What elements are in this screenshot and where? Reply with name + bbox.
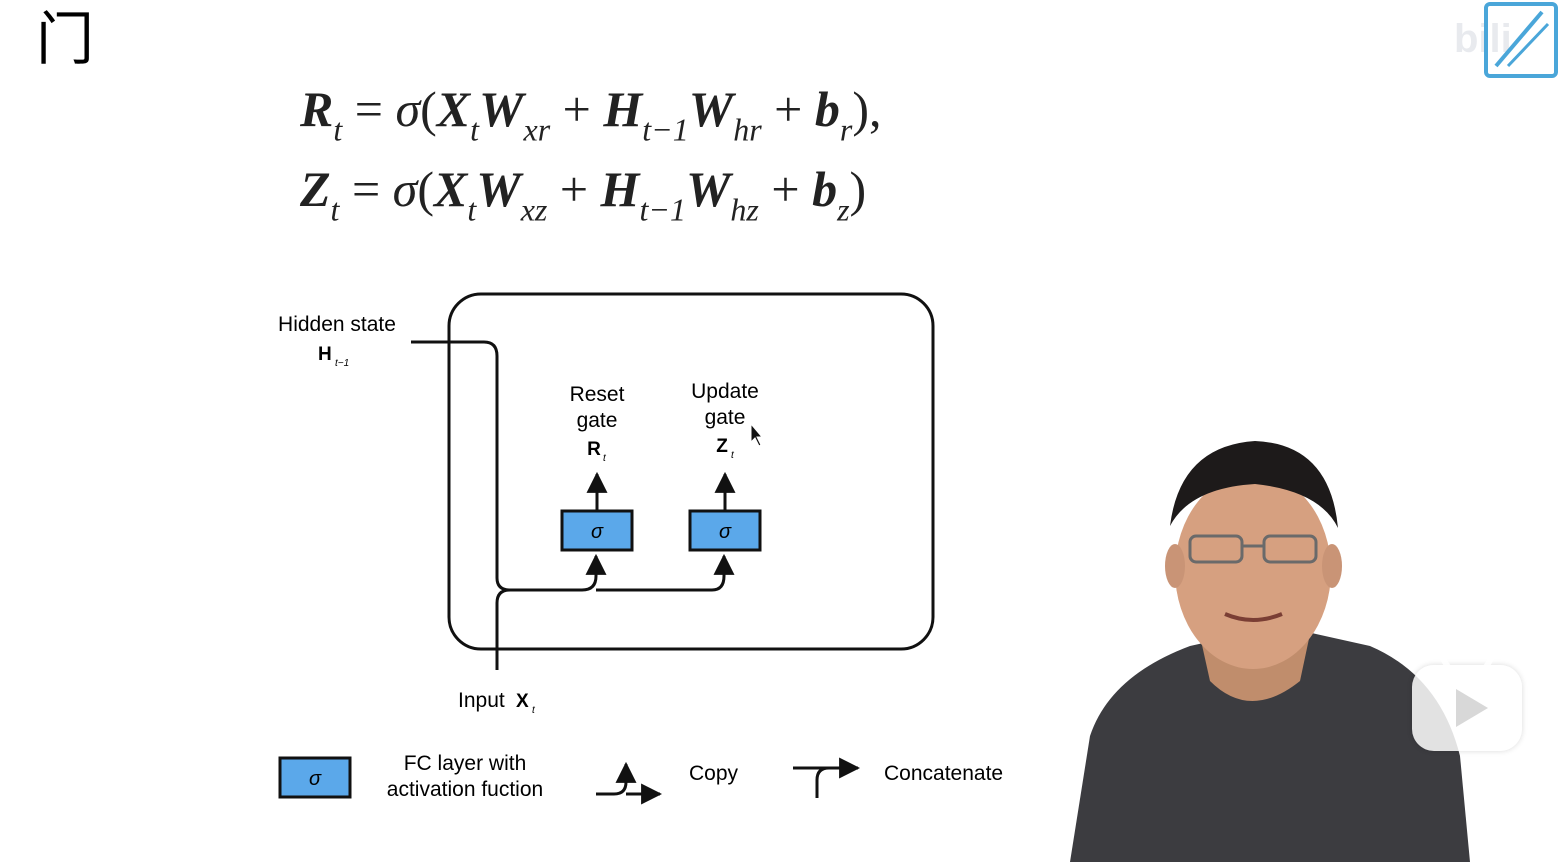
hidden-state-label: Hidden state xyxy=(278,313,396,336)
input-sub: t xyxy=(532,705,536,716)
reset-gate-label-1: Reset xyxy=(570,383,625,406)
input-symbol: X xyxy=(516,691,529,712)
hidden-state-sub: t−1 xyxy=(335,358,349,369)
reset-gate-label-2: gate xyxy=(577,409,618,432)
legend-fc-line1: FC layer with xyxy=(404,752,527,775)
legend-fc-line2: activation fuction xyxy=(387,778,543,801)
update-sigma: σ xyxy=(719,521,732,543)
equation-reset-gate: Rt = σ(XtWxr + Ht−1Whr + br), xyxy=(300,81,882,148)
copy-to-update-line xyxy=(596,553,735,592)
legend-concatenate-label: Concatenate xyxy=(884,762,1003,785)
input-line xyxy=(495,588,511,670)
update-gate-label-2: gate xyxy=(705,406,746,429)
play-button[interactable] xyxy=(1412,650,1522,751)
presenter-video xyxy=(1030,436,1568,862)
presenter-hair xyxy=(1170,441,1338,528)
hidden-state-symbol: H xyxy=(318,344,332,365)
gru-gate-diagram: σ σ Hidden state H t−1 Reset gate R t Up… xyxy=(278,292,1003,805)
reset-gate-sub: t xyxy=(603,453,607,464)
update-gate-sub: t xyxy=(731,450,735,461)
gru-cell-box xyxy=(447,292,935,651)
legend-concatenate-icon xyxy=(815,757,861,798)
input-label: Input xyxy=(458,689,505,712)
bilibili-logo-icon: bili xyxy=(1454,2,1558,78)
presenter-face xyxy=(1175,473,1331,669)
presenter-mouth xyxy=(1224,612,1283,622)
play-icon[interactable] xyxy=(1456,689,1488,727)
hidden-state-line xyxy=(411,340,607,592)
reset-sigma: σ xyxy=(591,521,604,543)
svg-text:bili: bili xyxy=(1454,17,1512,61)
reset-gate-fc-box xyxy=(560,509,634,552)
legend-sigma: σ xyxy=(309,768,322,790)
update-gate-label-1: Update xyxy=(691,380,759,403)
presenter-ear-left xyxy=(1165,544,1185,588)
presenter-shirt xyxy=(1070,626,1470,862)
presenter-glasses-left xyxy=(1188,534,1244,564)
legend-fc-box xyxy=(278,756,352,799)
legend-copy-label: Copy xyxy=(689,762,739,785)
update-gate-fc-box xyxy=(688,509,762,552)
slide-title: 门 xyxy=(36,5,95,73)
mouse-cursor-icon xyxy=(750,422,764,447)
presenter-glasses-right xyxy=(1262,534,1318,564)
legend-copy-icon xyxy=(596,761,637,796)
equation-update-gate: Zt = σ(XtWxz + Ht−1Whz + bz) xyxy=(300,161,867,228)
update-gate-symbol: Z xyxy=(716,436,728,457)
presenter-ear-right xyxy=(1322,544,1342,588)
reset-gate-symbol: R xyxy=(587,439,601,460)
